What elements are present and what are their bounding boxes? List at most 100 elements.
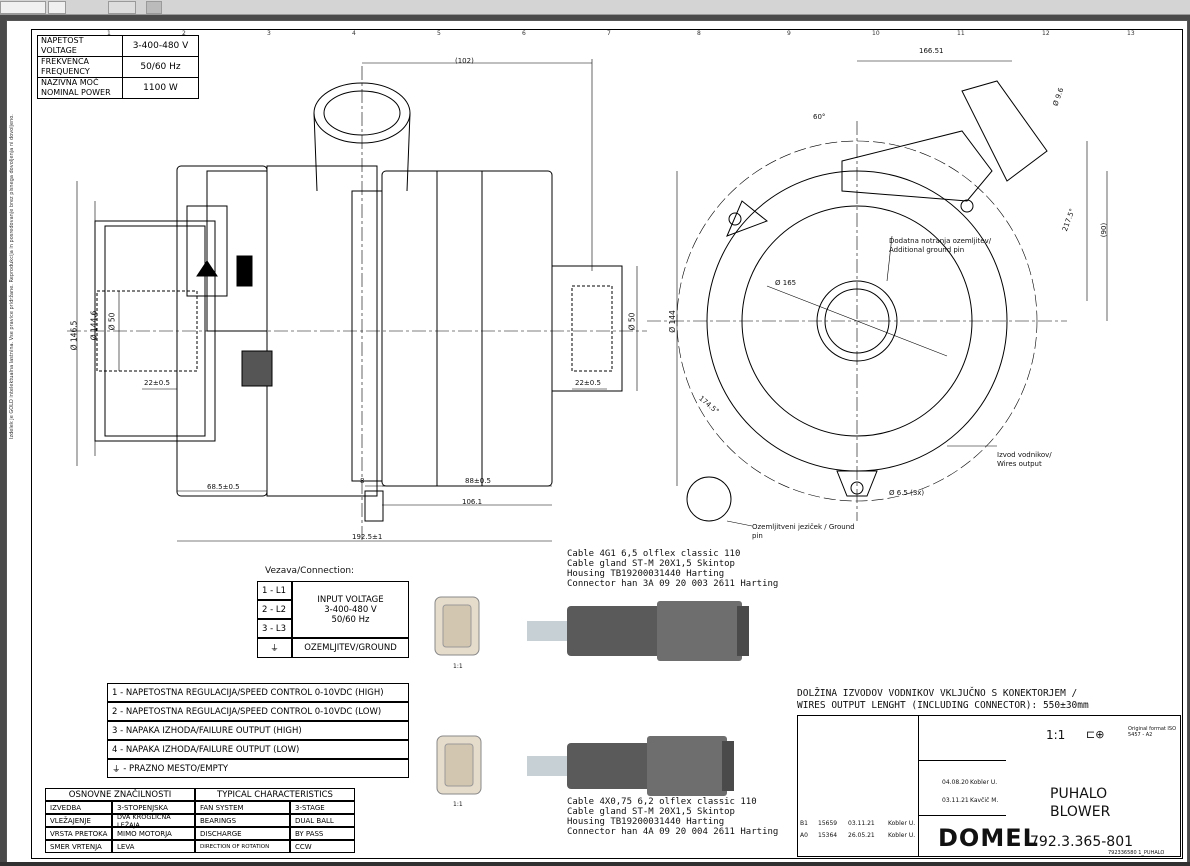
svg-text:7: 7 — [607, 30, 611, 37]
ground-lug-note: Ozemljitveni jeziček / Ground pin — [752, 523, 855, 540]
svg-text:3: 3 — [267, 30, 271, 37]
rev-date-1: 03.11.21 — [848, 820, 875, 827]
rev-1: B1 — [800, 820, 808, 827]
dim-6-5: Ø 6.5 (3x) — [889, 489, 925, 497]
projection-symbol-icon: ⊏⊕ — [1086, 728, 1105, 741]
ecn-2: 15364 — [818, 832, 838, 839]
ground-icon: ⏚ — [112, 764, 124, 775]
zoom-button[interactable] — [108, 1, 136, 14]
svg-text:13: 13 — [1127, 30, 1135, 37]
part-name-en: BLOWER — [1050, 804, 1111, 820]
signal-3: 3 - NAPAKA IZHODA/FAILURE OUTPUT (HIGH) — [107, 721, 409, 740]
drawn-by: Kobler U. — [970, 779, 998, 786]
dim-8: 8 — [360, 477, 365, 485]
dim-22-left: 22±0.5 — [144, 379, 170, 387]
rev-author-1: Kobler U. — [888, 820, 916, 827]
date-1: 04.08.20 — [942, 779, 969, 786]
char-r2c3: BEARINGS — [195, 814, 290, 827]
viewer-toolbar — [0, 0, 1190, 15]
rev-date-2: 26.05.21 — [848, 832, 875, 839]
dim-106-1: 106.1 — [462, 498, 483, 506]
svg-text:2: 2 — [182, 30, 186, 37]
svg-text:9: 9 — [787, 30, 791, 37]
rev-author-2: Kobler U. — [888, 832, 916, 839]
signal-1: 1 - NAPETOSTNA REGULACIJA/SPEED CONTROL … — [107, 683, 409, 702]
ground-pin-note: Dodatna notranja ozemljitev/ Additional … — [889, 237, 992, 254]
char-r4c1: SMER VRTENJA — [45, 840, 112, 853]
char-r2c2: DVA KROGLIČNA LEŽAJA — [112, 813, 195, 829]
drawing-sheet: Izdelek je GOLD intelektualna lastnina. … — [6, 20, 1188, 864]
ecn-1: 15659 — [818, 820, 838, 827]
front-view-blower — [647, 80, 1067, 522]
signal-4: 4 - NAPAKA IZHODA/FAILURE OUTPUT (LOW) — [107, 740, 409, 759]
char-r1c1: IZVEDBA — [45, 801, 112, 814]
part-number: 792.3.365-801 — [1030, 834, 1134, 850]
svg-text:10: 10 — [872, 30, 880, 37]
date-2: 03.11.21 — [942, 797, 969, 804]
dim-192-5: 192.5±1 — [352, 533, 383, 541]
dim-68-5: 68.5±0.5 — [207, 483, 240, 491]
svg-text:12: 12 — [1042, 30, 1050, 37]
svg-text:6: 6 — [522, 30, 526, 37]
char-r3c1: VRSTA PRETOKA — [45, 827, 112, 840]
char-r2c4: DUAL BALL — [290, 814, 355, 827]
title-block: B1 15659 03.11.21 Kobler U. A0 15364 26.… — [797, 715, 1181, 857]
conn-ground: OZEMLJITEV/GROUND — [292, 638, 409, 658]
approved-by: Kavčič M. — [970, 797, 999, 804]
conn-row-2: 2 - L2 — [257, 600, 292, 619]
ground-symbol-icon: ⏚ — [257, 638, 292, 658]
char-r1c3: FAN SYSTEM — [195, 801, 290, 814]
char-r4c4: CCW — [290, 840, 355, 853]
scale-value: 1:1 — [1046, 728, 1066, 742]
page-button[interactable] — [48, 1, 66, 14]
char-r1c2: 3-STOPENJSKA — [112, 801, 195, 814]
svg-text:11: 11 — [957, 30, 965, 37]
char-r4c3: DIRECTION OF ROTATION — [195, 840, 290, 853]
file-name: 792336580 1_PUHALO — [1108, 850, 1165, 856]
connection-title: Vezava/Connection: — [265, 566, 355, 576]
company-logo: DOMEL — [938, 824, 1039, 852]
dim-102: (102) — [455, 57, 474, 65]
wires-output-note: Izvod vodnikov/ Wires output — [997, 451, 1052, 468]
char-r3c3: DISCHARGE — [195, 827, 290, 840]
dim-50-right: Ø 50 — [627, 312, 637, 331]
part-name-sl: PUHALO — [1050, 786, 1108, 802]
page-input[interactable] — [0, 1, 46, 14]
svg-text:4: 4 — [352, 30, 356, 37]
side-view-blower — [67, 66, 647, 541]
char-header-en: TYPICAL CHARACTERISTICS — [195, 788, 355, 801]
svg-text:5: 5 — [437, 30, 441, 37]
char-header-sl: OSNOVNE ZNAČILNOSTI — [45, 788, 195, 801]
rev-2: A0 — [800, 832, 808, 839]
svg-text:1: 1 — [107, 30, 111, 37]
dim-60deg: 60° — [813, 113, 826, 121]
revision-area: B1 15659 03.11.21 Kobler U. A0 15364 26.… — [798, 716, 919, 856]
scale-2: 1:1 — [453, 801, 463, 808]
front-view-dimensions — [726, 60, 1108, 527]
svg-text:8: 8 — [697, 30, 701, 37]
dim-144: Ø 144 — [667, 310, 677, 333]
char-r3c4: BY PASS — [290, 827, 355, 840]
dim-88: 88±0.5 — [465, 477, 491, 485]
char-r3c2: MIMO MOTORJA — [112, 827, 195, 840]
signal-5: ⏚ - PRAZNO MESTO/EMPTY — [107, 759, 409, 778]
conn-row-1: 1 - L1 — [257, 581, 292, 600]
side-view-dimensions — [76, 59, 678, 542]
dim-22-right: 22±0.5 — [575, 379, 601, 387]
dim-146-5: Ø 146.5 — [69, 320, 79, 351]
drawing-frame — [31, 29, 1183, 859]
dim-144-6: Ø 144.6 — [89, 310, 99, 341]
dim-50-left: Ø 50 — [107, 312, 117, 331]
dim-90: (90) — [1100, 222, 1109, 238]
signal-2: 2 - NAPETOSTNA REGULACIJA/SPEED CONTROL … — [107, 702, 409, 721]
viewer-statusbar — [0, 862, 1190, 866]
approvals: 04.08.20 Kobler U. 03.11.21 Kavčič M. — [918, 760, 1006, 816]
tool-button[interactable] — [146, 1, 162, 14]
wire-length-note: DOLŽINA IZVODOV VODNIKOV VKLJUČNO S KONE… — [797, 688, 1089, 711]
